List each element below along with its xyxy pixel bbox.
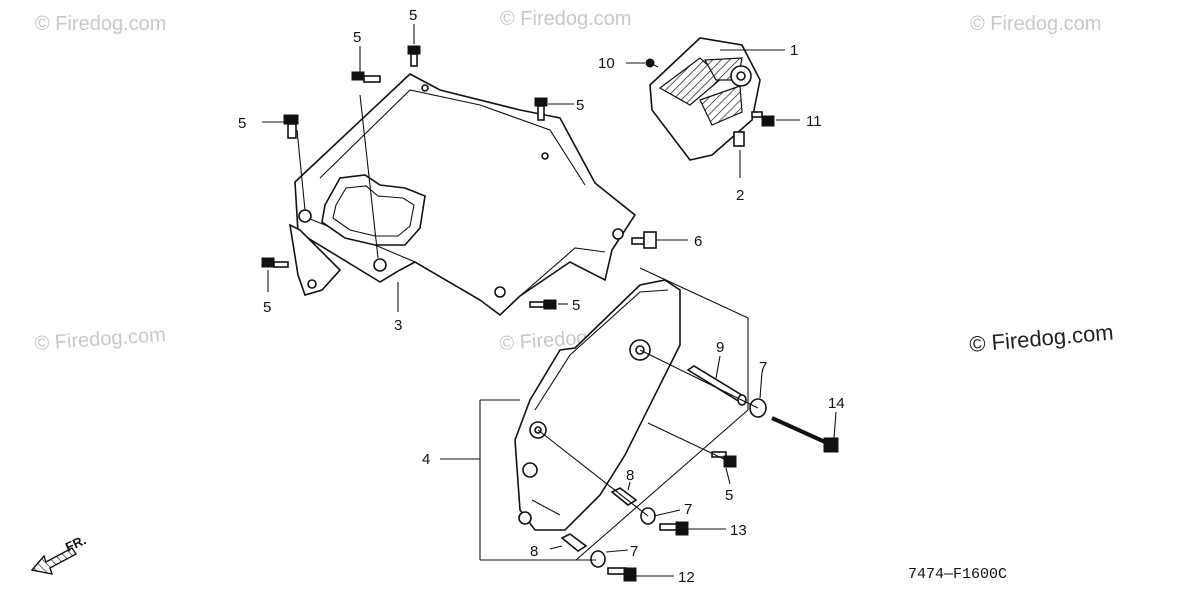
bolt-11 (751, 111, 775, 127)
front-direction-arrow-icon: FR. (30, 532, 88, 575)
callout-5: 5 (353, 29, 361, 46)
bolt-14 (771, 416, 839, 453)
part-4-side-cover (514, 279, 681, 531)
watermark-prominent: © Firedog.com (968, 319, 1114, 357)
washer-7 (590, 550, 606, 568)
watermark: © Firedog.com (500, 8, 631, 30)
callout-3: 3 (394, 317, 402, 334)
watermark: © Firedog.com (35, 13, 166, 35)
callout-4: 4 (422, 451, 430, 468)
part-3-cover (288, 73, 637, 317)
callout-12: 12 (678, 569, 695, 586)
callout-5: 5 (576, 97, 584, 114)
collar-8 (560, 533, 588, 552)
bolt-13 (659, 521, 689, 536)
callout-5: 5 (572, 297, 580, 314)
callout-8: 8 (626, 467, 634, 484)
callout-8: 8 (530, 543, 538, 560)
bolt-5 (351, 71, 381, 83)
bolt-5 (534, 97, 548, 121)
watermark: © Firedog.com (34, 324, 167, 355)
callout-11: 11 (806, 113, 822, 130)
callout-9: 9 (716, 339, 724, 356)
callout-6: 6 (694, 233, 702, 250)
callout-5: 5 (238, 115, 246, 132)
screw-10 (645, 58, 659, 68)
bolt-5 (529, 299, 557, 310)
callout-2: 2 (736, 187, 744, 204)
bolt-12 (607, 567, 637, 582)
diagram-code: 7474—F1600C (908, 566, 1007, 583)
bolt-5 (283, 114, 299, 139)
callout-7: 7 (759, 359, 767, 376)
callout-5: 5 (263, 299, 271, 316)
callout-1: 1 (790, 42, 798, 59)
bolt-5 (261, 257, 289, 268)
nut-2 (733, 131, 745, 147)
part-1-bracket (649, 37, 761, 161)
callout-5: 5 (725, 487, 733, 504)
direction-label: FR. (63, 532, 88, 554)
bolt-5 (407, 45, 421, 67)
clip-6 (631, 231, 657, 249)
callout-7: 7 (684, 501, 692, 518)
watermark: © Firedog.com (970, 13, 1101, 35)
callout-14: 14 (828, 395, 845, 412)
callout-7: 7 (630, 543, 638, 560)
callout-10: 10 (598, 55, 615, 72)
callout-5: 5 (409, 7, 417, 24)
callout-13: 13 (730, 522, 747, 539)
